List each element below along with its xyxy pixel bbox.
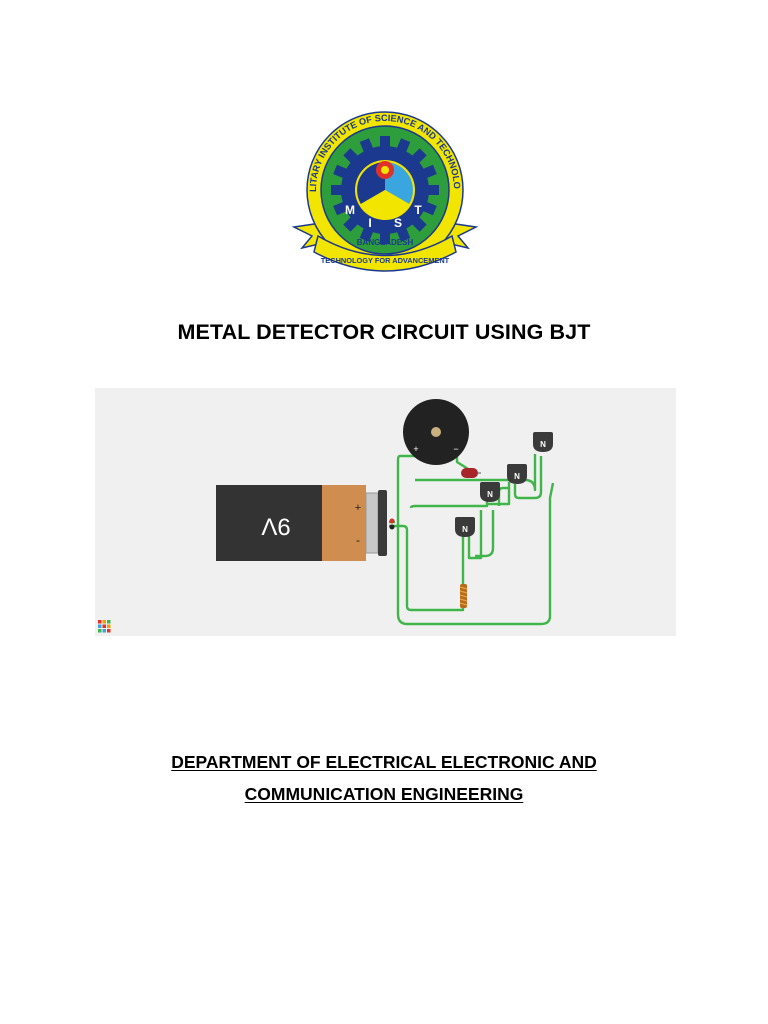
institute-logo: MILITARY INSTITUTE OF SCIENCE AND TECHNO… xyxy=(284,102,482,275)
wire-buzzer-positive xyxy=(396,450,555,626)
app-logo-icon xyxy=(98,620,111,633)
buzzer-plus-label: + xyxy=(413,444,418,454)
battery-9v: 9V + - xyxy=(216,485,395,561)
department-line-1: DEPARTMENT OF ELECTRICAL ELECTRONIC AND xyxy=(171,752,597,772)
wire-q2-q4 xyxy=(513,456,543,500)
logo-ribbon xyxy=(313,234,457,272)
logo-motto: TECHNOLOGY FOR ADVANCEMENT xyxy=(321,256,450,265)
logo-letter-s: S xyxy=(394,216,402,230)
logo-letter-m: M xyxy=(345,203,355,217)
torch-flame xyxy=(381,166,389,174)
battery-lead-red xyxy=(389,518,395,524)
gear-tooth xyxy=(380,230,390,244)
battery-body xyxy=(216,485,322,561)
battery-clip xyxy=(378,490,387,556)
transistor-q2: N xyxy=(507,464,527,484)
transistor-q1: N xyxy=(455,517,475,537)
wire-q2-link xyxy=(487,482,511,506)
logo-letter-t: T xyxy=(414,203,422,217)
coil-inductor xyxy=(459,584,468,608)
page-title: METAL DETECTOR CIRCUIT USING BJT xyxy=(177,320,591,344)
battery-lead-black xyxy=(389,524,395,530)
wire-q3-emitter xyxy=(475,510,495,558)
transistor-q2-label: N xyxy=(514,472,520,481)
led xyxy=(461,468,481,478)
logo-segment-yellow xyxy=(360,190,410,218)
battery-minus-label: - xyxy=(356,533,360,547)
mist-logo-emblem: MILITARY INSTITUTE OF SCIENCE AND TECHNO… xyxy=(284,102,479,272)
buzzer-center xyxy=(431,427,441,437)
led-body xyxy=(461,468,478,478)
battery-plus-label: + xyxy=(355,502,361,514)
wire-q1-q3 xyxy=(467,510,483,560)
department-line-2: COMMUNICATION ENGINEERING xyxy=(244,784,524,804)
wire-q3-collector xyxy=(409,500,489,509)
circuit-diagram: 9V + - + − N N N xyxy=(95,388,676,636)
transistor-q4: N xyxy=(533,432,553,452)
circuit-svg: 9V + - + − N N N xyxy=(98,399,555,633)
battery-terminal-plate xyxy=(365,492,379,554)
logo-letter-i: I xyxy=(368,216,371,230)
buzzer-minus-label: − xyxy=(453,444,458,454)
buzzer: + − xyxy=(403,399,469,465)
transistor-q3-label: N xyxy=(487,490,493,499)
transistor-q3: N xyxy=(480,482,500,502)
transistor-q4-label: N xyxy=(540,440,546,449)
gear-tooth xyxy=(380,136,390,150)
wire-battery-minus xyxy=(389,524,465,612)
logo-country: BANGLADESH xyxy=(357,238,414,247)
transistor-q1-label: N xyxy=(462,525,468,534)
battery-label: 9V xyxy=(261,513,290,540)
battery-cap xyxy=(322,485,366,561)
